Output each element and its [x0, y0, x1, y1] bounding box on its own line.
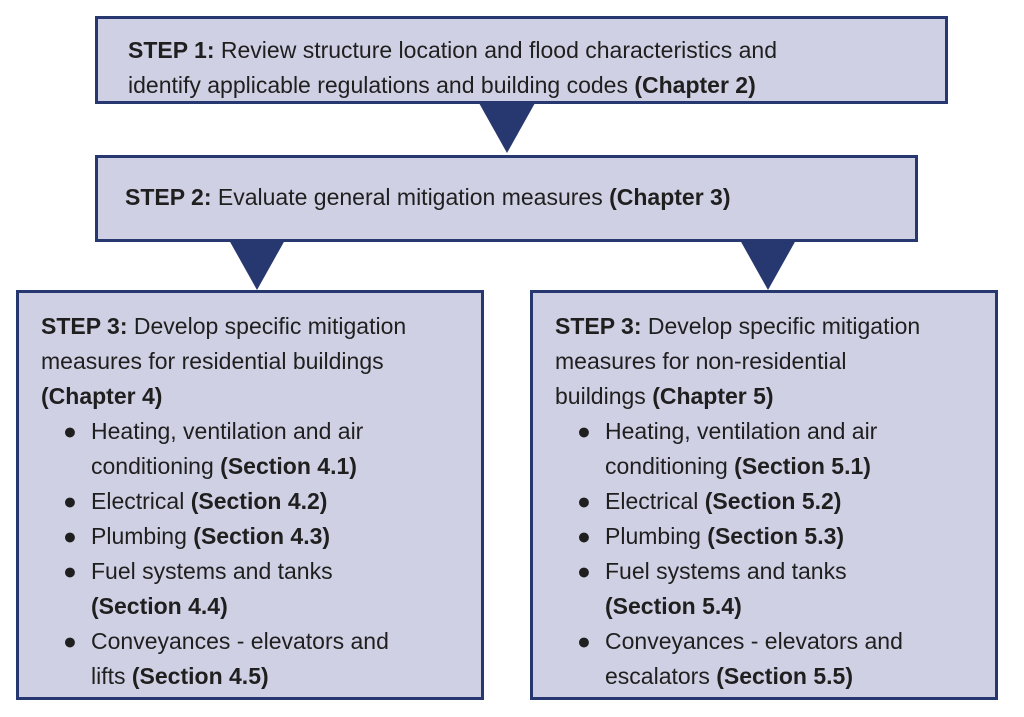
item-ref: (Section 5.1): [734, 453, 871, 479]
bullet-icon: ●: [63, 523, 77, 549]
list-item: ● Conveyances - elevators and escalators (…: [555, 624, 995, 694]
step3-nonresidential-box: STEP 3: Develop specific mitigation meas…: [530, 290, 998, 700]
step3-res-line1: Develop specific mitigation: [133, 313, 407, 339]
list-item: ● Fuel systems and tanks (Section 5.4): [555, 554, 995, 624]
item-text: Fuel systems and tanks: [91, 558, 333, 584]
arrow-step2-to-residential: [229, 240, 285, 290]
item-text: Conveyances - elevators and: [605, 628, 903, 654]
residential-item-list: ● Heating, ventilation and air conditionin…: [41, 414, 481, 694]
step3-nonres-label: STEP 3:: [555, 313, 642, 339]
list-item: ● Electrical (Section 4.2): [41, 484, 481, 519]
list-item: ● Fuel systems and tanks (Section 4.4): [41, 554, 481, 624]
step3-nonres-line1: Develop specific mitigation: [647, 313, 921, 339]
item-ref: (Section 5.5): [716, 663, 853, 689]
bullet-icon: ●: [63, 488, 77, 514]
list-item: ● Electrical (Section 5.2): [555, 484, 995, 519]
step3-res-label: STEP 3:: [41, 313, 128, 339]
bullet-icon: ●: [63, 558, 77, 584]
bullet-icon: ●: [577, 418, 591, 444]
list-item: ● Plumbing (Section 4.3): [41, 519, 481, 554]
step2-box: STEP 2: Evaluate general mitigation meas…: [95, 155, 918, 242]
list-item: ● Heating, ventilation and air conditionin…: [555, 414, 995, 484]
list-item: ● Heating, ventilation and air conditionin…: [41, 414, 481, 484]
arrow-step1-to-step2: [479, 103, 535, 153]
item-text: Conveyances - elevators and: [91, 628, 389, 654]
item-text: Electrical: [605, 488, 699, 514]
list-item: ● Plumbing (Section 5.3): [555, 519, 995, 554]
arrow-step2-to-nonresidential: [740, 240, 796, 290]
bullet-icon: ●: [63, 418, 77, 444]
bullet-icon: ●: [577, 488, 591, 514]
item-text: conditioning: [91, 453, 214, 479]
bullet-icon: ●: [577, 628, 591, 654]
step1-box: STEP 1: Review structure location and fl…: [95, 16, 948, 104]
step3-nonres-line2: measures for non-residential: [555, 348, 847, 374]
bullet-icon: ●: [577, 558, 591, 584]
step1-label: STEP 1:: [128, 37, 215, 63]
item-text: escalators: [605, 663, 710, 689]
step1-text-line1: Review structure location and flood char…: [220, 37, 778, 63]
bullet-icon: ●: [63, 628, 77, 654]
step1-line1: STEP 1: Review structure location and fl…: [128, 33, 945, 68]
step1-text-line2: identify applicable regulations and buil…: [128, 72, 628, 98]
step3-res-ref: (Chapter 4): [41, 383, 163, 409]
list-item: ● Conveyances - elevators and lifts (Secti…: [41, 624, 481, 694]
step1-ref: (Chapter 2): [634, 72, 756, 98]
item-ref: (Section 5.3): [707, 523, 845, 549]
step2-text: Evaluate general mitigation measures: [217, 184, 603, 210]
step2-ref: (Chapter 3): [609, 184, 731, 210]
bullet-icon: ●: [577, 523, 591, 549]
step2-label: STEP 2:: [125, 184, 212, 210]
step3-nonres-ref: (Chapter 5): [652, 383, 774, 409]
item-text: Plumbing: [91, 523, 187, 549]
item-ref: (Section 4.3): [193, 523, 331, 549]
item-text: conditioning: [605, 453, 728, 479]
step1-line2: identify applicable regulations and buil…: [128, 68, 945, 103]
item-text: Electrical: [91, 488, 185, 514]
item-ref: (Section 4.1): [220, 453, 357, 479]
item-text: Heating, ventilation and air: [91, 418, 364, 444]
nonresidential-item-list: ● Heating, ventilation and air conditionin…: [555, 414, 995, 694]
step3-res-line2: measures for residential buildings: [41, 348, 384, 374]
item-text: lifts: [91, 663, 126, 689]
item-ref: (Section 4.2): [190, 488, 328, 514]
item-text: Heating, ventilation and air: [605, 418, 878, 444]
item-ref: (Section 5.2): [704, 488, 842, 514]
item-ref: (Section 4.4): [91, 593, 228, 619]
item-text: Plumbing: [605, 523, 701, 549]
item-text: Fuel systems and tanks: [605, 558, 847, 584]
item-ref: (Section 5.4): [605, 593, 742, 619]
item-ref: (Section 4.5): [131, 663, 269, 689]
step3-nonres-line3: buildings: [555, 383, 646, 409]
step3-residential-box: STEP 3: Develop specific mitigation meas…: [16, 290, 484, 700]
